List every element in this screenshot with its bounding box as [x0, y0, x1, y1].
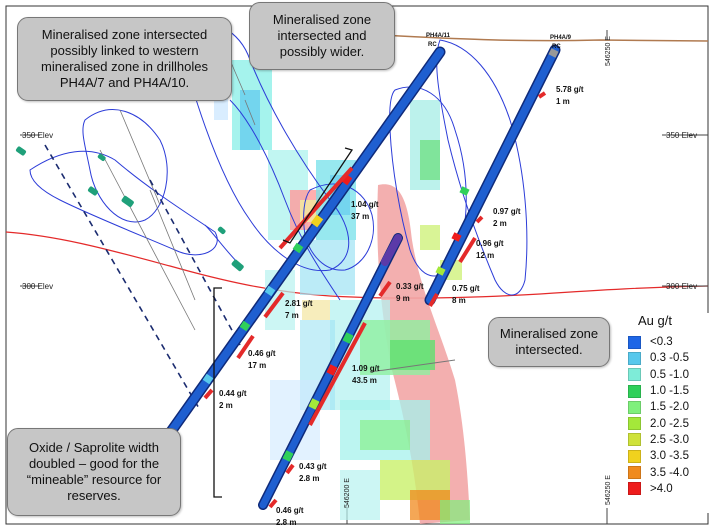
legend-swatch — [628, 351, 641, 365]
drillhole-lower-collar — [381, 234, 402, 266]
legend-label: 3.5 -4.0 — [650, 466, 689, 479]
legend-swatch — [628, 449, 641, 463]
intercept-grade: 0.75 g/t — [452, 284, 480, 293]
intercept-grade: 1.04 g/t — [351, 200, 379, 209]
grey-trace-lines — [99, 59, 256, 331]
legend-swatch — [628, 368, 641, 382]
intercept-width: 7 m — [285, 311, 299, 320]
intercept-width: 12 m — [476, 251, 494, 260]
intercept-width: 2.8 m — [299, 474, 319, 483]
hole-label-ph4a-11: PH4A/11 — [426, 33, 451, 39]
legend-items: <0.3 0.3 -0.5 0.5 -1.0 1.0 -1.5 1.5 -2.0 2.0 … — [628, 334, 710, 497]
dashed-contact-lines — [44, 144, 241, 411]
elev-300-label-right: 300 Elev — [666, 282, 697, 291]
legend-swatch — [628, 400, 641, 414]
elev-350-label-right: 350 Elev — [666, 131, 697, 140]
legend-label: 2.0 -2.5 — [650, 417, 689, 430]
legend-label: <0.3 — [650, 336, 673, 349]
intercept-grade: 1.09 g/t — [352, 364, 380, 373]
intercept-width: 8 m — [452, 296, 466, 305]
legend-item: 2.0 -2.5 — [628, 415, 710, 431]
legend-item: 0.5 -1.0 — [628, 367, 710, 383]
callout-possibly-wider: Mineralised zone intersected and possibl… — [249, 2, 395, 70]
intercept-bars — [203, 91, 547, 509]
intercept-grade: 0.44 g/t — [219, 389, 247, 398]
elev-350-label-left: 350 Elev — [22, 131, 53, 140]
intercept-width: 1 m — [556, 97, 570, 106]
legend-item: 2.5 -3.0 — [628, 432, 710, 448]
intercept-width: 9 m — [396, 294, 410, 303]
intercept-brackets — [213, 147, 354, 498]
legend-item: <0.3 — [628, 334, 710, 350]
legend-item: 0.3 -0.5 — [628, 350, 710, 366]
hole-label-ph4a-9: PH4A/9 — [550, 35, 572, 41]
legend-swatch — [628, 384, 641, 398]
intercept-width: 17 m — [248, 361, 266, 370]
legend-swatch — [628, 466, 641, 480]
callout-leader-intersected — [369, 359, 456, 373]
legend-label: 1.0 -1.5 — [650, 385, 689, 398]
legend-label: >4.0 — [650, 482, 673, 495]
legend-label: 0.5 -1.0 — [650, 368, 689, 381]
grade-legend: Au g/t <0.3 0.3 -0.5 0.5 -1.0 1.0 -1.5 1.5 -… — [628, 313, 710, 513]
callout-zone-intersected: Mineralised zone intersected. — [488, 317, 610, 367]
callout-oxide-saprolite: Oxide / Saprolite width doubled – good f… — [7, 428, 181, 516]
intercept-grade: 0.97 g/t — [493, 207, 521, 216]
intercept-grade: 0.33 g/t — [396, 282, 424, 291]
intercept-grade: 5.78 g/t — [556, 85, 584, 94]
drillhole-assay-segments — [202, 173, 470, 462]
drillhole-ph4a-11 — [161, 48, 444, 444]
legend-title: Au g/t — [638, 313, 672, 328]
legend-label: 0.3 -0.5 — [650, 352, 689, 365]
intercept-labels: 5.78 g/t 1 m 1.04 g/t 37 m 0.97 g/t 2 m … — [219, 85, 584, 527]
elev-300-label-left: 300 Elev — [22, 282, 53, 291]
intercept-width: 37 m — [351, 212, 369, 221]
intercept-grade: 0.43 g/t — [299, 462, 327, 471]
legend-label: 1.5 -2.0 — [650, 401, 689, 414]
intercept-width: 2.8 m — [276, 518, 296, 527]
legend-item: 3.5 -4.0 — [628, 464, 710, 480]
drillhole-ph4a-9-collar — [548, 48, 559, 58]
minor-drillhole-stubs — [15, 146, 244, 272]
legend-item: >4.0 — [628, 481, 710, 497]
legend-swatch — [628, 433, 641, 447]
callout-western-zone: Mineralised zone intersected possibly li… — [17, 17, 232, 101]
intercept-width: 2 m — [493, 219, 507, 228]
legend-item: 1.0 -1.5 — [628, 383, 710, 399]
hole-label-ph4a-11-rc: RC — [428, 42, 437, 48]
drillhole-ph4a-9 — [426, 46, 559, 304]
hole-label-ph4a-9-rc: RC — [552, 44, 561, 50]
easting-label-mid: 546200 E — [344, 478, 351, 508]
legend-swatch — [628, 482, 641, 496]
legend-item: 3.0 -3.5 — [628, 448, 710, 464]
intercept-grade: 0.96 g/t — [476, 239, 504, 248]
block-model-cells — [214, 60, 470, 524]
legend-swatch — [628, 417, 641, 431]
intercept-grade: 0.46 g/t — [248, 349, 276, 358]
legend-item: 1.5 -2.0 — [628, 399, 710, 415]
legend-label: 3.0 -3.5 — [650, 450, 689, 463]
intercept-grade: 0.46 g/t — [276, 506, 304, 515]
easting-label-top: 546250 E — [605, 36, 612, 66]
intercept-grade: 2.81 g/t — [285, 299, 313, 308]
legend-swatch — [628, 335, 641, 349]
intercept-width: 43.5 m — [352, 376, 377, 385]
intercept-width: 2 m — [219, 401, 233, 410]
easting-label-right: 546250 E — [605, 475, 612, 505]
legend-label: 2.5 -3.0 — [650, 433, 689, 446]
oxide-boundary-line — [5, 231, 709, 299]
